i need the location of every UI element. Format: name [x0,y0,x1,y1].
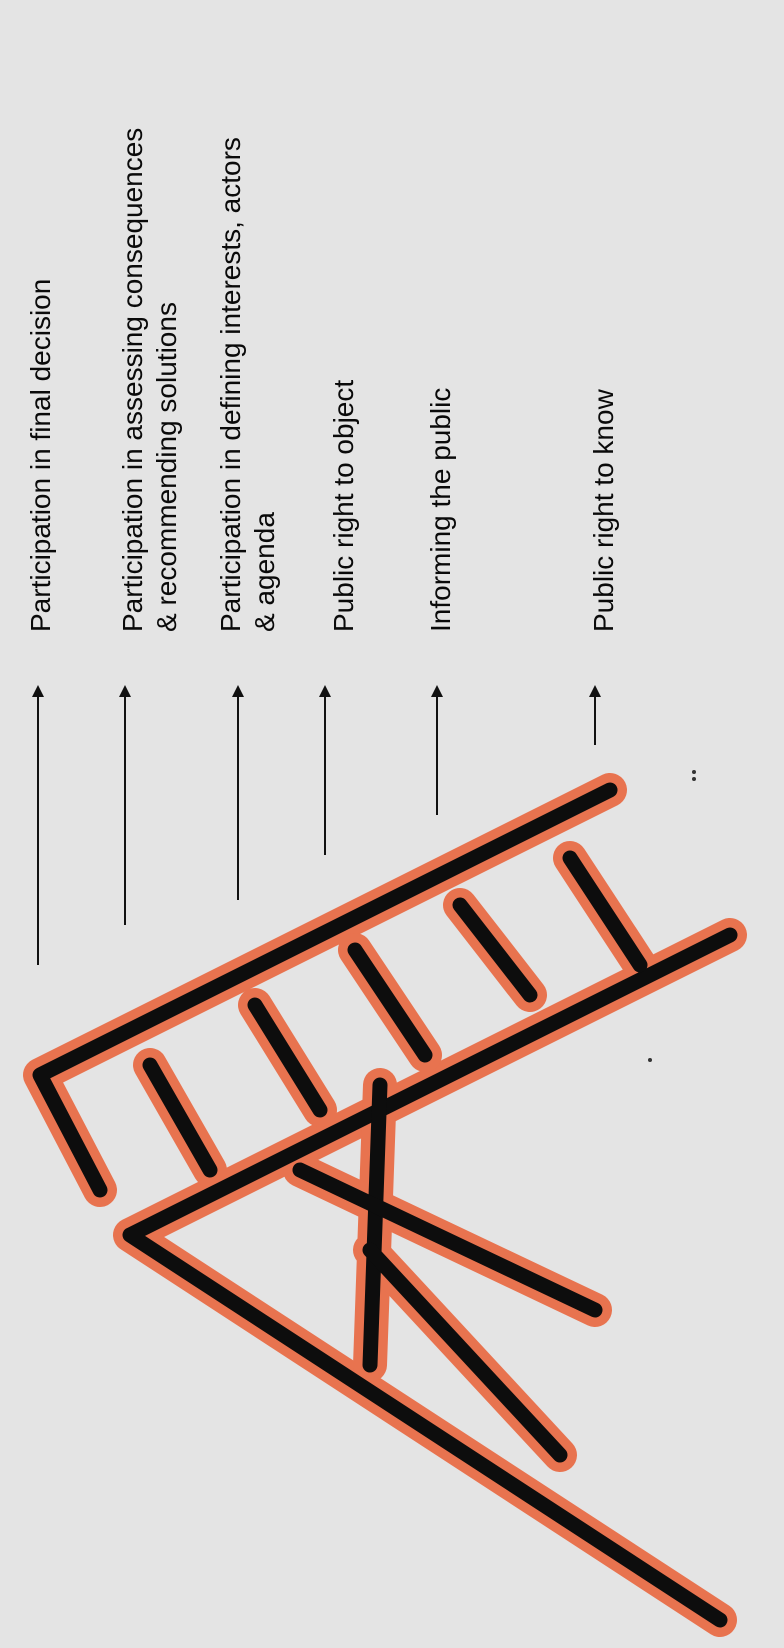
back-leg-diagonal [300,1170,595,1310]
stray-dot-3 [648,1058,652,1062]
label-informing-public: Informing the public [424,388,458,632]
label-assessing-consequences: Participation in assessing consequences … [116,128,184,632]
label-line: & agenda [248,137,282,632]
arrow-head-1 [32,685,44,697]
stray-dot-1 [692,770,696,774]
ladder-rung-2 [255,1005,320,1110]
back-leg-vertical [370,1085,380,1365]
ladder-rung-1 [150,1065,210,1170]
label-line: Participation in defining interests, act… [214,137,248,632]
label-right-to-object: Public right to object [327,380,361,632]
label-line: & recommending solutions [150,128,184,632]
arrow-head-5 [431,685,443,697]
ladder-rung-3 [355,950,425,1055]
stray-dot-2 [692,777,696,781]
label-participation-final-decision: Participation in final decision [24,279,58,632]
stray-marks [648,770,696,1062]
label-defining-interests: Participation in defining interests, act… [214,137,282,632]
label-line: Public right to know [587,389,621,632]
label-line: Participation in final decision [24,279,58,632]
arrow-head-2 [119,685,131,697]
arrow-head-4 [319,685,331,697]
label-line: Participation in assessing consequences [116,128,150,632]
label-right-to-know: Public right to know [587,389,621,632]
label-line: Informing the public [424,388,458,632]
arrow-head-6 [589,685,601,697]
ladder-rung-4 [460,905,530,995]
label-line: Public right to object [327,380,361,632]
ladder-rung-5 [570,858,640,965]
arrow-head-3 [232,685,244,697]
